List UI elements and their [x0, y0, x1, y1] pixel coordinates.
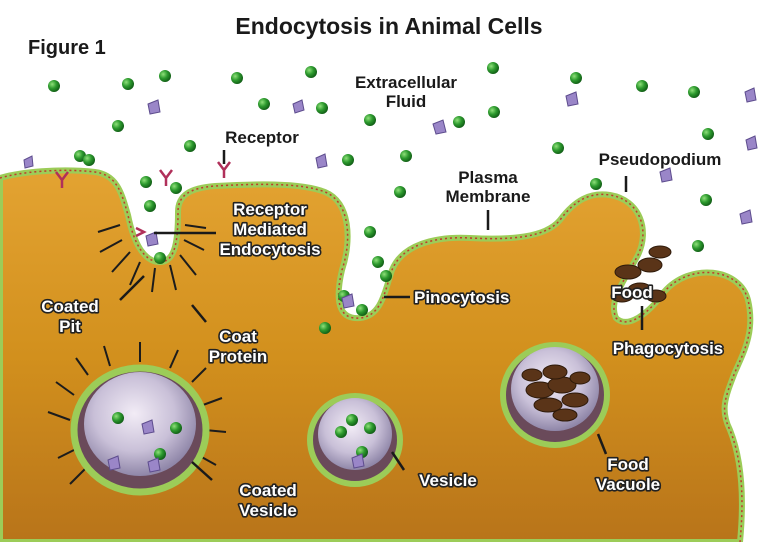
label-extracellular-line1: Extracellular [355, 73, 457, 92]
label-coated-pit-line1: Coated [41, 297, 99, 316]
label-coated-vesicle-line2: Vesicle [239, 501, 297, 520]
label-coat-protein-line2: Protein [209, 347, 268, 366]
label-vesicle: Vesicle [419, 471, 477, 490]
label-food-vacuole-line2: Vacuole [596, 475, 660, 494]
food-vacuole [503, 345, 607, 445]
label-plasma-membrane-line1: Plasma [458, 168, 518, 187]
label-food-vacuole-line1: Food [607, 455, 649, 474]
label-coated-vesicle-line1: Coated [239, 481, 297, 500]
label-extracellular-line2: Fluid [386, 92, 427, 111]
label-coated-pit-line2: Pit [59, 317, 81, 336]
figure-label: Figure 1 [28, 37, 106, 59]
vesicle [310, 396, 400, 484]
label-receptor-mediated-line1: Receptor [233, 200, 307, 219]
label-pinocytosis: Pinocytosis [414, 288, 509, 307]
diagram-title: Endocytosis in Animal Cells [235, 13, 542, 39]
label-food: Food [611, 283, 653, 302]
label-receptor: Receptor [225, 128, 299, 147]
label-receptor-mediated-line2: Mediated [233, 220, 307, 239]
label-coat-protein-line1: Coat [219, 327, 257, 346]
label-plasma-membrane-line2: Membrane [445, 187, 530, 206]
label-phagocytosis: Phagocytosis [613, 339, 724, 358]
label-receptor-mediated-line3: Endocytosis [219, 240, 320, 259]
label-pseudopodium: Pseudopodium [599, 150, 722, 169]
